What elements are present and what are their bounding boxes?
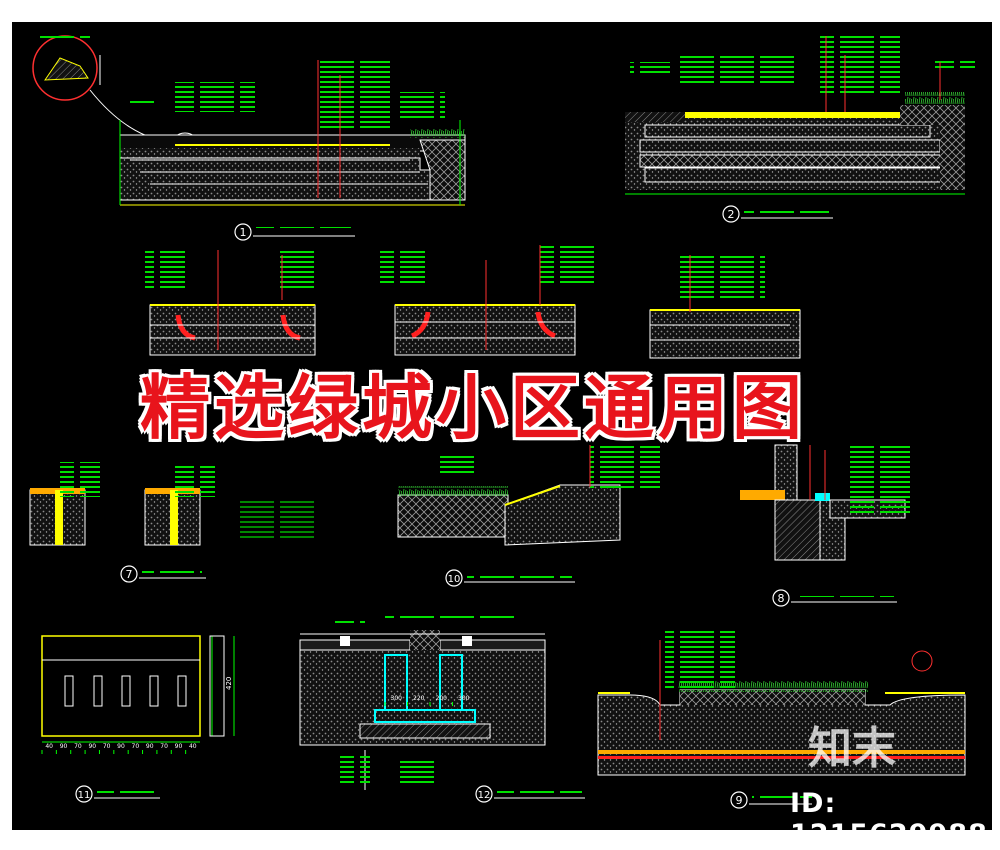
detail-5-section [649, 255, 801, 359]
detail-3-section [145, 250, 320, 356]
d11-height-label: 420 [225, 677, 233, 690]
brand-logo: 知末 [808, 723, 896, 774]
detail-2-number-circle [722, 205, 740, 223]
dimension-label: 220 [413, 695, 425, 702]
detail-7-number: 7 [126, 568, 133, 581]
detail-10-number: 10 [448, 574, 461, 585]
detail-7-section: 7 [29, 462, 320, 583]
detail-9-section: 9 [597, 630, 966, 809]
dimension-label: 90 [117, 743, 125, 750]
detail-8-number-circle [772, 589, 790, 607]
detail-1-number-circle [234, 223, 252, 241]
dimension-label: 90 [175, 743, 183, 750]
detail-11-dimensions: 40 90 70 90 70 90 70 90 70 90 40 [41, 743, 197, 754]
detail-12-number-circle [475, 785, 493, 803]
detail-7-number-circle [120, 565, 138, 583]
dimension-label: 40 [45, 743, 53, 750]
detail-10-section: 10 [397, 445, 660, 587]
dimension-label: 70 [160, 743, 168, 750]
detail-12-section: 300 220 200 300 12 [299, 614, 585, 803]
detail-1-section: 1 [32, 35, 466, 241]
detail-1-number: 1 [240, 226, 247, 239]
dimension-label: 40 [189, 743, 197, 750]
dimension-label: 90 [60, 743, 68, 750]
dimension-label: 90 [146, 743, 154, 750]
dimension-label: 90 [88, 743, 96, 750]
detail-2-section: 2 [625, 35, 975, 223]
dimension-label: 70 [132, 743, 140, 750]
detail-2-number: 2 [728, 208, 735, 221]
detail-12-dimensions: 300 220 200 300 [384, 695, 470, 706]
dimension-label: 300 [391, 695, 403, 702]
dimension-label: 200 [436, 695, 448, 702]
detail-9-number-circle [730, 791, 748, 809]
detail-12-number: 12 [478, 790, 491, 801]
detail-11-number: 11 [78, 790, 91, 801]
detail-11-number-circle [75, 785, 93, 803]
detail-4-section [380, 245, 600, 356]
detail-10-number-circle [445, 569, 463, 587]
dimension-label: 300 [458, 695, 470, 702]
detail-11-section: 420 40 90 70 90 70 90 70 90 70 90 40 11 [41, 635, 235, 803]
dimension-label: 70 [74, 743, 82, 750]
detail-8-section: 8 [740, 444, 910, 607]
resource-id-label: ID: 1215629988 [790, 788, 988, 850]
detail-8-number: 8 [778, 592, 785, 605]
overlay-title: 精选绿城小区通用图 [140, 367, 806, 449]
dimension-label: 70 [103, 743, 111, 750]
detail-9-number: 9 [736, 794, 743, 807]
